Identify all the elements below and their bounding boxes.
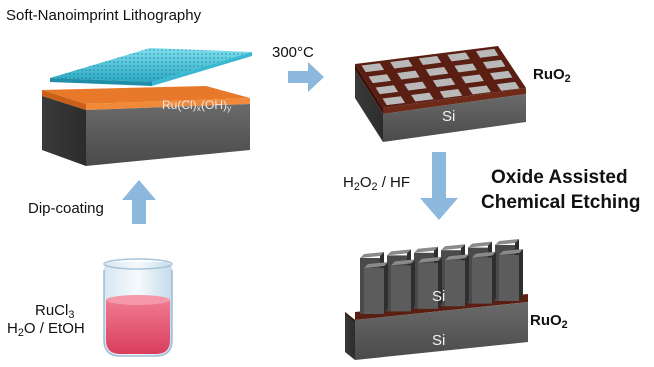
si-pillar xyxy=(418,262,438,309)
si-pillar-top xyxy=(387,249,411,256)
si-pillar xyxy=(391,265,411,312)
block-side-face xyxy=(86,104,250,166)
ruo2-pad xyxy=(482,59,506,69)
beaker-icon xyxy=(103,258,173,357)
si-pillar xyxy=(472,257,492,304)
etchant-label: H2O2 / HF xyxy=(343,174,411,193)
ruo2-pad xyxy=(397,70,420,80)
ruo2-bottom-label: RuO2 xyxy=(530,312,568,331)
si-pillar xyxy=(364,268,384,314)
precursor-film-label: Ru(Cl)x(OH)y xyxy=(162,98,232,114)
etched-block xyxy=(345,239,528,360)
si-pillar-top xyxy=(472,251,496,258)
si-pillar-side xyxy=(411,259,415,312)
solution-label-line2: H2O / EtOH xyxy=(7,320,85,339)
ruo2-pads xyxy=(361,48,520,106)
si-pillar-top xyxy=(445,254,469,261)
si-pillar xyxy=(445,260,465,307)
si-pillar-top xyxy=(391,259,415,266)
si-pillar-side xyxy=(438,256,442,309)
ruo2-pad xyxy=(390,59,413,69)
ruo2-pad xyxy=(361,63,385,73)
dip-coating-label: Dip-coating xyxy=(28,200,104,217)
si-base-left xyxy=(345,312,355,360)
si-pillar-side xyxy=(492,251,496,304)
ruo2-pad xyxy=(489,70,513,80)
ruo2-pad xyxy=(475,48,499,58)
title-label: Soft-Nanoimprint Lithography xyxy=(6,7,202,24)
ruo2-pad xyxy=(404,81,427,91)
patterned-block xyxy=(355,46,526,142)
si-pillar xyxy=(499,255,519,301)
si-pillar-top xyxy=(418,256,442,263)
solution-label-line1: RuCl3 xyxy=(35,302,75,321)
ruo2-pad xyxy=(368,74,392,84)
ruo2-pad xyxy=(432,78,456,87)
si-pillar-top xyxy=(414,246,438,253)
si-pillar-side xyxy=(519,249,523,301)
etching-arrow-icon xyxy=(420,152,458,220)
ruo2-top-label: RuO2 xyxy=(533,66,571,85)
ruo2-pad xyxy=(411,92,434,102)
precursor-film-top xyxy=(42,86,250,104)
si-bottom-label: Si xyxy=(432,332,446,349)
si-front-face xyxy=(383,94,526,142)
ruo2-pad xyxy=(375,85,399,95)
si-pillar-side xyxy=(384,262,388,314)
si-pillar-top xyxy=(441,244,465,251)
ruo2-pad xyxy=(382,96,406,106)
si-pillar-top xyxy=(360,252,384,258)
ruo2-pad xyxy=(425,67,449,76)
ruo2-pad xyxy=(496,81,520,91)
ruo2-pad xyxy=(439,89,463,98)
temperature-label: 300°C xyxy=(272,44,314,61)
si-pillar-top xyxy=(364,262,388,268)
ruo2-pad xyxy=(447,52,470,62)
ruo2-pad xyxy=(461,74,484,84)
ruo2-pad xyxy=(418,56,442,65)
solution-liquid xyxy=(106,300,170,354)
precursor-film-edge xyxy=(42,90,86,110)
si-top-label: Si xyxy=(442,108,456,125)
si-pillars-label: Si xyxy=(432,288,446,305)
anneal-arrow-icon xyxy=(288,62,324,92)
ruo2-pad xyxy=(468,85,491,95)
ruo2-pad xyxy=(454,63,477,73)
block-front-face xyxy=(42,96,86,166)
imprint-block xyxy=(42,48,252,166)
dip-coating-arrow-icon xyxy=(122,180,156,224)
si-pillar-top xyxy=(499,249,523,255)
si-pillar-top xyxy=(495,239,519,245)
si-base-front xyxy=(355,302,528,360)
si-pillar-top xyxy=(468,241,492,248)
si-pillar-side xyxy=(465,254,469,307)
si-nanowire-array xyxy=(360,239,523,314)
si-left-face xyxy=(355,70,383,142)
process-title-line1: Oxide Assisted xyxy=(491,167,628,188)
process-title-line2: Chemical Etching xyxy=(481,192,641,213)
